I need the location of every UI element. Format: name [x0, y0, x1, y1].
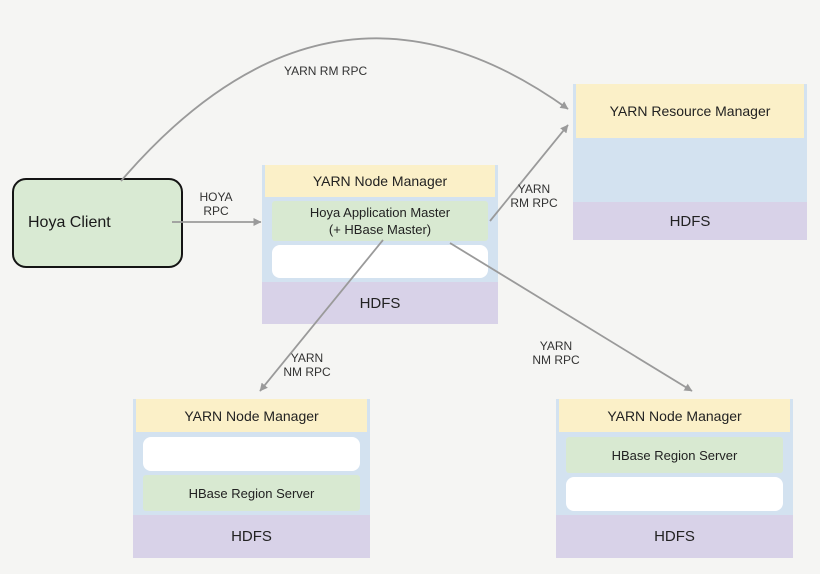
worker-right-region-server: HBase Region Server — [566, 437, 783, 473]
hoya-application-master-box: Hoya Application Master (+ HBase Master) — [272, 201, 488, 241]
label-yarn-rm-rpc-curve: YARN RM RPC — [284, 64, 368, 78]
worker-left-region-server: HBase Region Server — [143, 475, 360, 511]
edge-client-to-rm — [120, 37, 569, 182]
label-yarn-nm-rpc-left: YARN NM RPC — [276, 351, 338, 379]
worker-left-empty-slot — [143, 437, 360, 471]
worker-right-header: YARN Node Manager — [559, 399, 790, 432]
label-yarn-nm-rpc-left-line2: NM RPC — [283, 365, 331, 379]
worker-right-node: YARN Node Manager HBase Region Server HD… — [556, 399, 793, 558]
resource-manager-node: YARN Resource Manager HDFS — [573, 84, 807, 240]
app-master-line1: Hoya Application Master — [309, 205, 451, 220]
worker-left-region-server-label: HBase Region Server — [188, 485, 315, 501]
app-master-line2: (+ HBase Master) — [328, 222, 432, 237]
am-node: YARN Node Manager Hoya Application Maste… — [262, 165, 498, 324]
resource-manager-header: YARN Resource Manager — [576, 84, 804, 138]
worker-left-node: YARN Node Manager HBase Region Server HD… — [133, 399, 370, 558]
worker-right-empty-slot — [566, 477, 783, 511]
label-yarn-nm-rpc-left-line1: YARN — [290, 351, 324, 365]
label-hoya-rpc-line2: RPC — [203, 204, 229, 218]
worker-left-hdfs: HDFS — [133, 515, 370, 558]
hoya-client-label: Hoya Client — [28, 214, 111, 231]
resource-manager-hdfs: HDFS — [573, 202, 807, 240]
label-yarn-rm-rpc-line2: RM RPC — [510, 196, 558, 210]
am-node-hdfs: HDFS — [262, 282, 498, 324]
empty-container-slot — [272, 245, 488, 278]
am-node-header: YARN Node Manager — [265, 165, 495, 197]
label-yarn-rm-rpc: YARN RM RPC — [503, 182, 565, 210]
label-yarn-nm-rpc-right: YARN NM RPC — [525, 339, 587, 367]
label-hoya-rpc-line1: HOYA — [199, 190, 233, 204]
label-yarn-nm-rpc-right-line2: NM RPC — [532, 353, 580, 367]
worker-left-header: YARN Node Manager — [136, 399, 367, 432]
label-hoya-rpc: HOYA RPC — [186, 190, 246, 218]
worker-right-hdfs: HDFS — [556, 515, 793, 558]
label-yarn-nm-rpc-right-line1: YARN — [539, 339, 573, 353]
hoya-client-node: Hoya Client — [12, 178, 183, 268]
worker-right-region-server-label: HBase Region Server — [611, 447, 738, 463]
label-yarn-rm-rpc-line1: YARN — [517, 182, 551, 196]
